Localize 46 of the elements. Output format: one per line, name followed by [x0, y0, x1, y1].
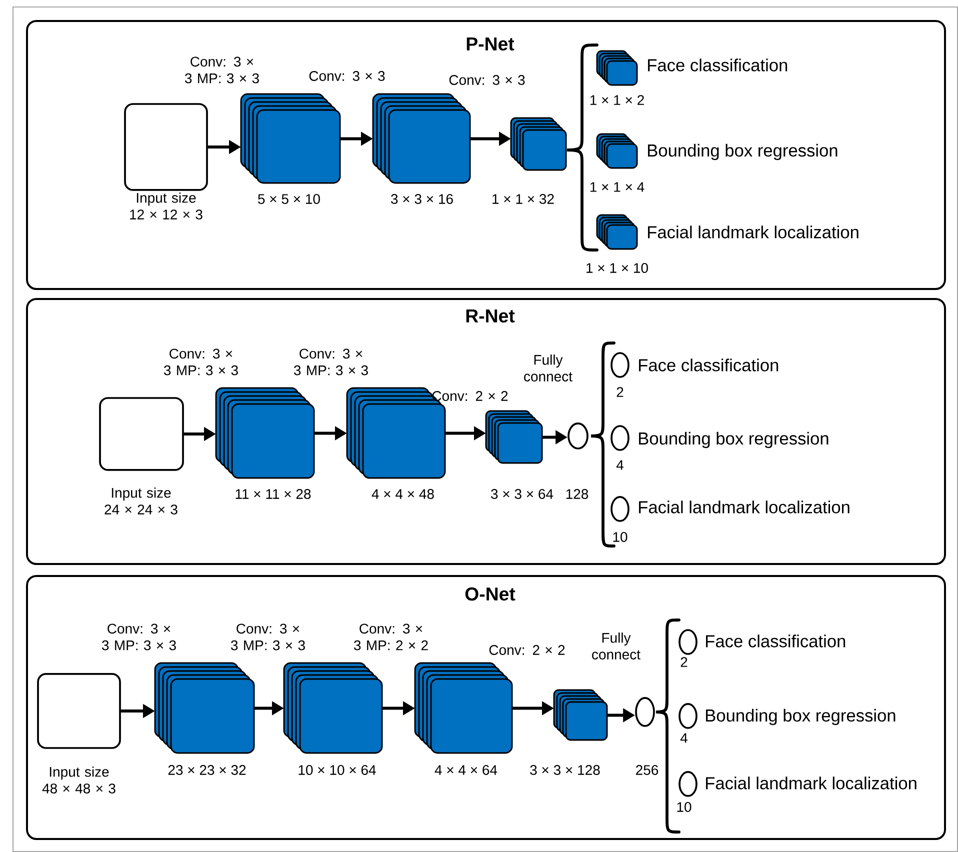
edge-label: Conv: 3 × 3 MP: 3 × 3 [294, 348, 368, 376]
edge-label: Conv: 2 × 2 [489, 645, 565, 655]
dimension-label: 3 × 3 × 64 [491, 489, 554, 499]
edge-label: Conv: 3 × 3 MP: 2 × 2 [354, 624, 428, 650]
input-label: Input size 12 × 12 × 3 [130, 192, 202, 220]
dimension-label: 3 × 3 × 16 [391, 194, 453, 204]
edge-label: Conv: 3 × 3 [309, 71, 385, 81]
dimension-label: 23 × 23 × 32 [168, 765, 246, 775]
dimension-label: 11 × 11 × 28 [236, 489, 311, 499]
dimension-label: 2 [680, 657, 688, 667]
dimension-label: 5 × 5 × 10 [258, 194, 320, 204]
edge-label: Conv: 3 × 3 MP: 3 × 3 [184, 56, 259, 84]
output-label: Face classification [639, 358, 778, 372]
dimension-label: 1 × 1 × 32 [492, 194, 554, 204]
output-label: Facial landmark localization [706, 776, 916, 790]
output-label: Face classification [648, 58, 788, 72]
output-label: Facial landmark localization [648, 226, 858, 238]
dimension-label: 1 × 1 × 10 [586, 263, 648, 273]
dimension-label: 1 × 1 × 2 [590, 95, 644, 105]
dimension-label: 4 [680, 733, 688, 743]
output-label: Face classification [706, 634, 846, 648]
dimension-label: 10 [613, 532, 628, 542]
output-label: Bounding box regression [648, 144, 838, 160]
edge-label: Fully connect [524, 354, 572, 382]
edge-label: Conv: 3 × 3 [449, 75, 525, 85]
edge-label: Conv: 3 × 3 MP: 3 × 3 [230, 624, 305, 650]
neuron-ellipse [568, 422, 588, 450]
dimension-label: 4 [616, 460, 624, 470]
edge-label: Conv: 3 × 3 MP: 3 × 3 [102, 624, 176, 650]
edge-label: Fully connect [592, 632, 640, 660]
dimension-label: 2 [616, 387, 624, 397]
neuron-ellipse [635, 697, 655, 727]
output-label: Bounding box regression [639, 432, 828, 448]
output-label: Bounding box regression [706, 708, 896, 726]
output-label: Facial landmark localization [639, 500, 850, 514]
dimension-label: 1 × 1 × 4 [590, 182, 644, 192]
dimension-label: 3 × 3 × 128 [530, 765, 600, 775]
edge-label: Conv: 3 × 3 MP: 3 × 3 [164, 348, 238, 376]
dimension-label: 4 × 4 × 48 [372, 489, 434, 499]
dimension-label: 128 [566, 489, 588, 499]
dimension-label: 10 × 10 × 64 [298, 765, 376, 775]
dimension-label: 256 [636, 765, 658, 775]
input-label: Input size 24 × 24 × 3 [104, 488, 178, 514]
dimension-label: 10 [677, 802, 692, 812]
input-label: Input size 48 × 48 × 3 [42, 766, 116, 794]
dimension-label: 4 × 4 × 64 [434, 765, 498, 775]
